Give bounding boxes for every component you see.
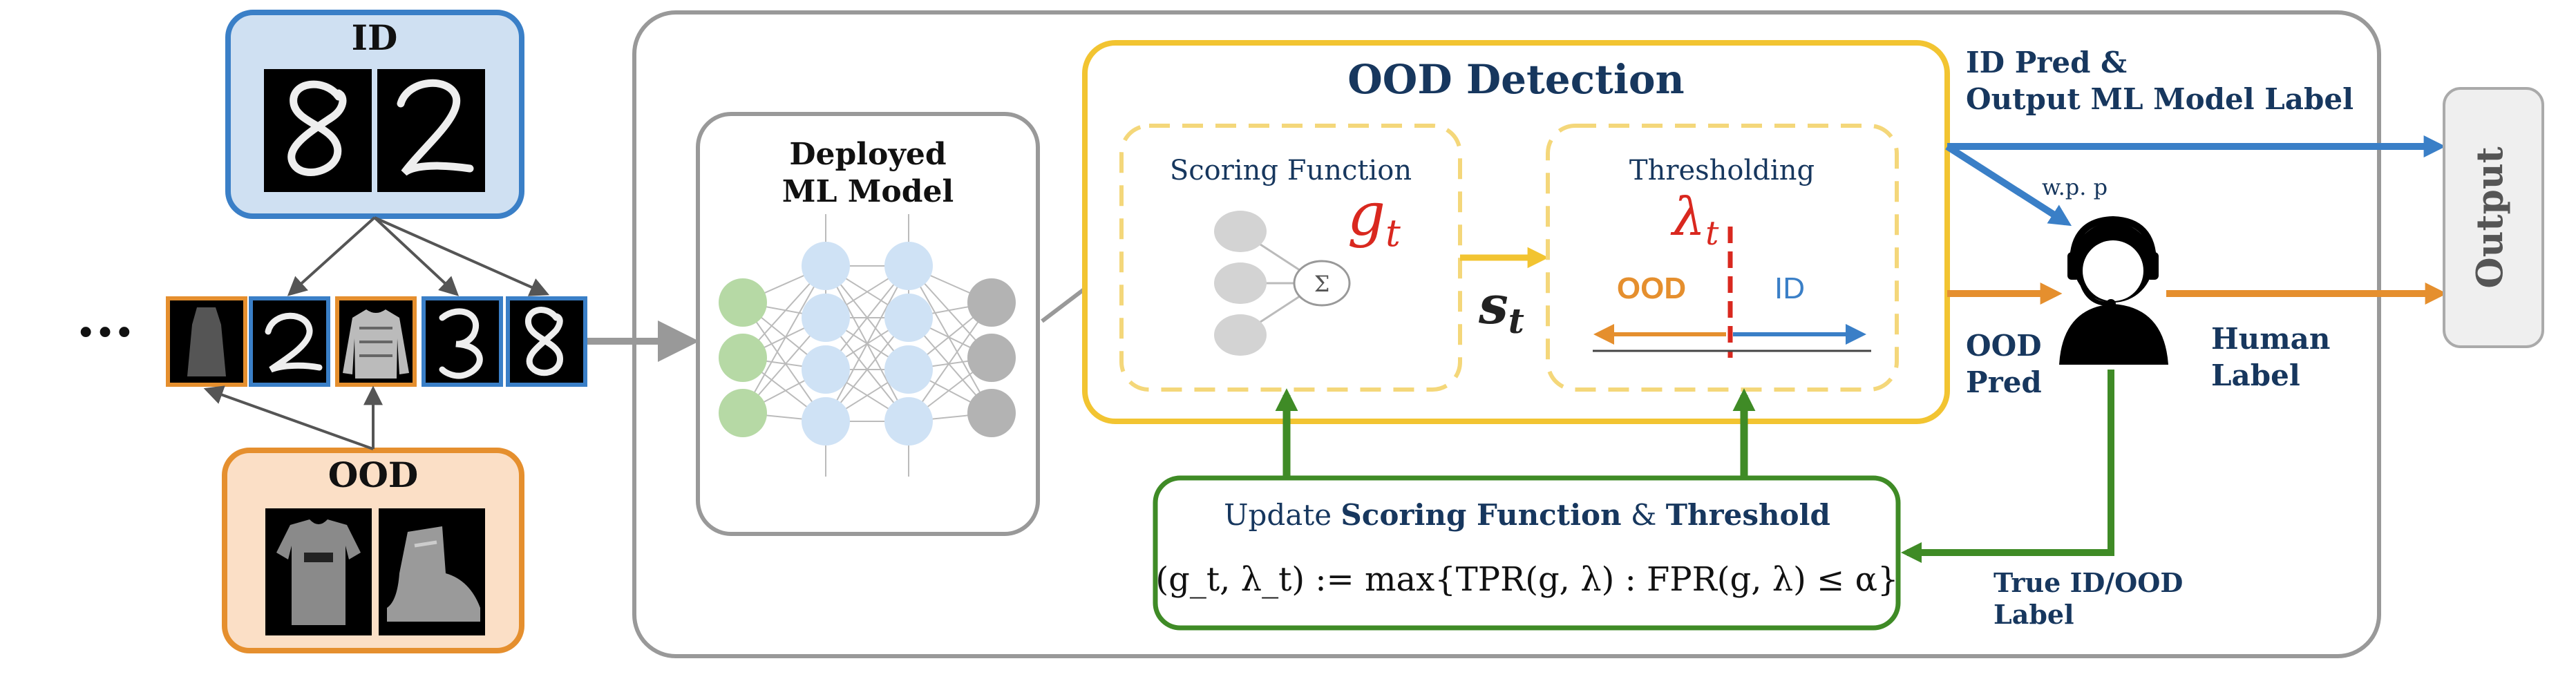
human-annotator-icon xyxy=(2059,216,2168,365)
id-to-stream-arrows xyxy=(287,216,550,296)
ood-side-label: OOD xyxy=(1617,271,1686,305)
update-title: Update Scoring Function & Threshold xyxy=(1224,498,1830,532)
output-label: Output xyxy=(2470,146,2512,288)
scoring-function-box: Scoring Function gt Σ xyxy=(1119,124,1462,392)
ood-ankle-boot-image xyxy=(379,508,485,635)
true-label-line1: True ID/OOD xyxy=(1993,567,2183,598)
human-to-update-arrow xyxy=(1901,370,2114,563)
with-probability-label: w.p. p xyxy=(2042,174,2108,200)
stream-ellipsis: ... xyxy=(76,285,134,350)
stream-item-digit-3 xyxy=(422,296,503,387)
deployed-model-box: Deployed ML Model xyxy=(696,112,1040,536)
ood-tshirt-image xyxy=(265,508,372,635)
model-title-line1: Deployed xyxy=(789,137,946,172)
output-box: Output xyxy=(2443,87,2544,348)
perceptron-graphic: Σ xyxy=(1214,211,1351,356)
thresholding-title: Thresholding xyxy=(1629,155,1815,186)
ood-box-title: OOD xyxy=(328,454,418,495)
system-box xyxy=(632,10,2381,658)
sum-symbol: Σ xyxy=(1314,271,1330,297)
id-side-label: ID xyxy=(1774,271,1805,305)
neural-network-graphic xyxy=(719,214,1016,477)
ood-box: OOD xyxy=(222,448,524,653)
human-label-line2: Label xyxy=(2211,358,2300,392)
id-digit-2-image xyxy=(377,69,485,192)
stream-item-dress xyxy=(166,296,247,387)
ood-to-stream-arrows xyxy=(203,385,383,450)
stream-item-sweater xyxy=(335,296,417,387)
id-pred-label-line1: ID Pred & xyxy=(1966,46,2127,79)
id-pred-label-line2: Output ML Model Label xyxy=(1966,82,2354,116)
ood-detection-title: OOD Detection xyxy=(1347,56,1684,103)
ood-detection-box: OOD Detection Scoring Function gt Σ st T… xyxy=(1082,40,1950,424)
scoring-function-title: Scoring Function xyxy=(1170,155,1412,186)
stream-item-digit-8 xyxy=(506,296,587,387)
ood-pred-label-line1: OOD xyxy=(1966,329,2042,363)
update-formula: (g_t, λ_t) := max{TPR(g, λ) : FPR(g, λ) … xyxy=(1155,560,1898,599)
id-digit-8-image xyxy=(264,69,372,192)
scoring-symbol-g: gt xyxy=(1347,180,1401,255)
stream-item-digit-2 xyxy=(249,296,330,387)
thresholding-box: Thresholding λt OOD ID xyxy=(1546,124,1899,392)
id-pred-to-human-arrow xyxy=(1945,143,2072,227)
update-box: Update Scoring Function & Threshold (g_t… xyxy=(1153,475,1901,631)
id-box: ID xyxy=(225,10,524,219)
true-label-line2: Label xyxy=(1993,599,2074,630)
model-title-line2: ML Model xyxy=(782,174,954,209)
ood-pred-label-line2: Pred xyxy=(1966,365,2042,399)
human-label-line1: Human xyxy=(2211,322,2330,356)
id-box-title: ID xyxy=(352,17,398,58)
score-symbol: st xyxy=(1478,274,1524,341)
threshold-symbol-lambda: λt xyxy=(1670,186,1719,253)
